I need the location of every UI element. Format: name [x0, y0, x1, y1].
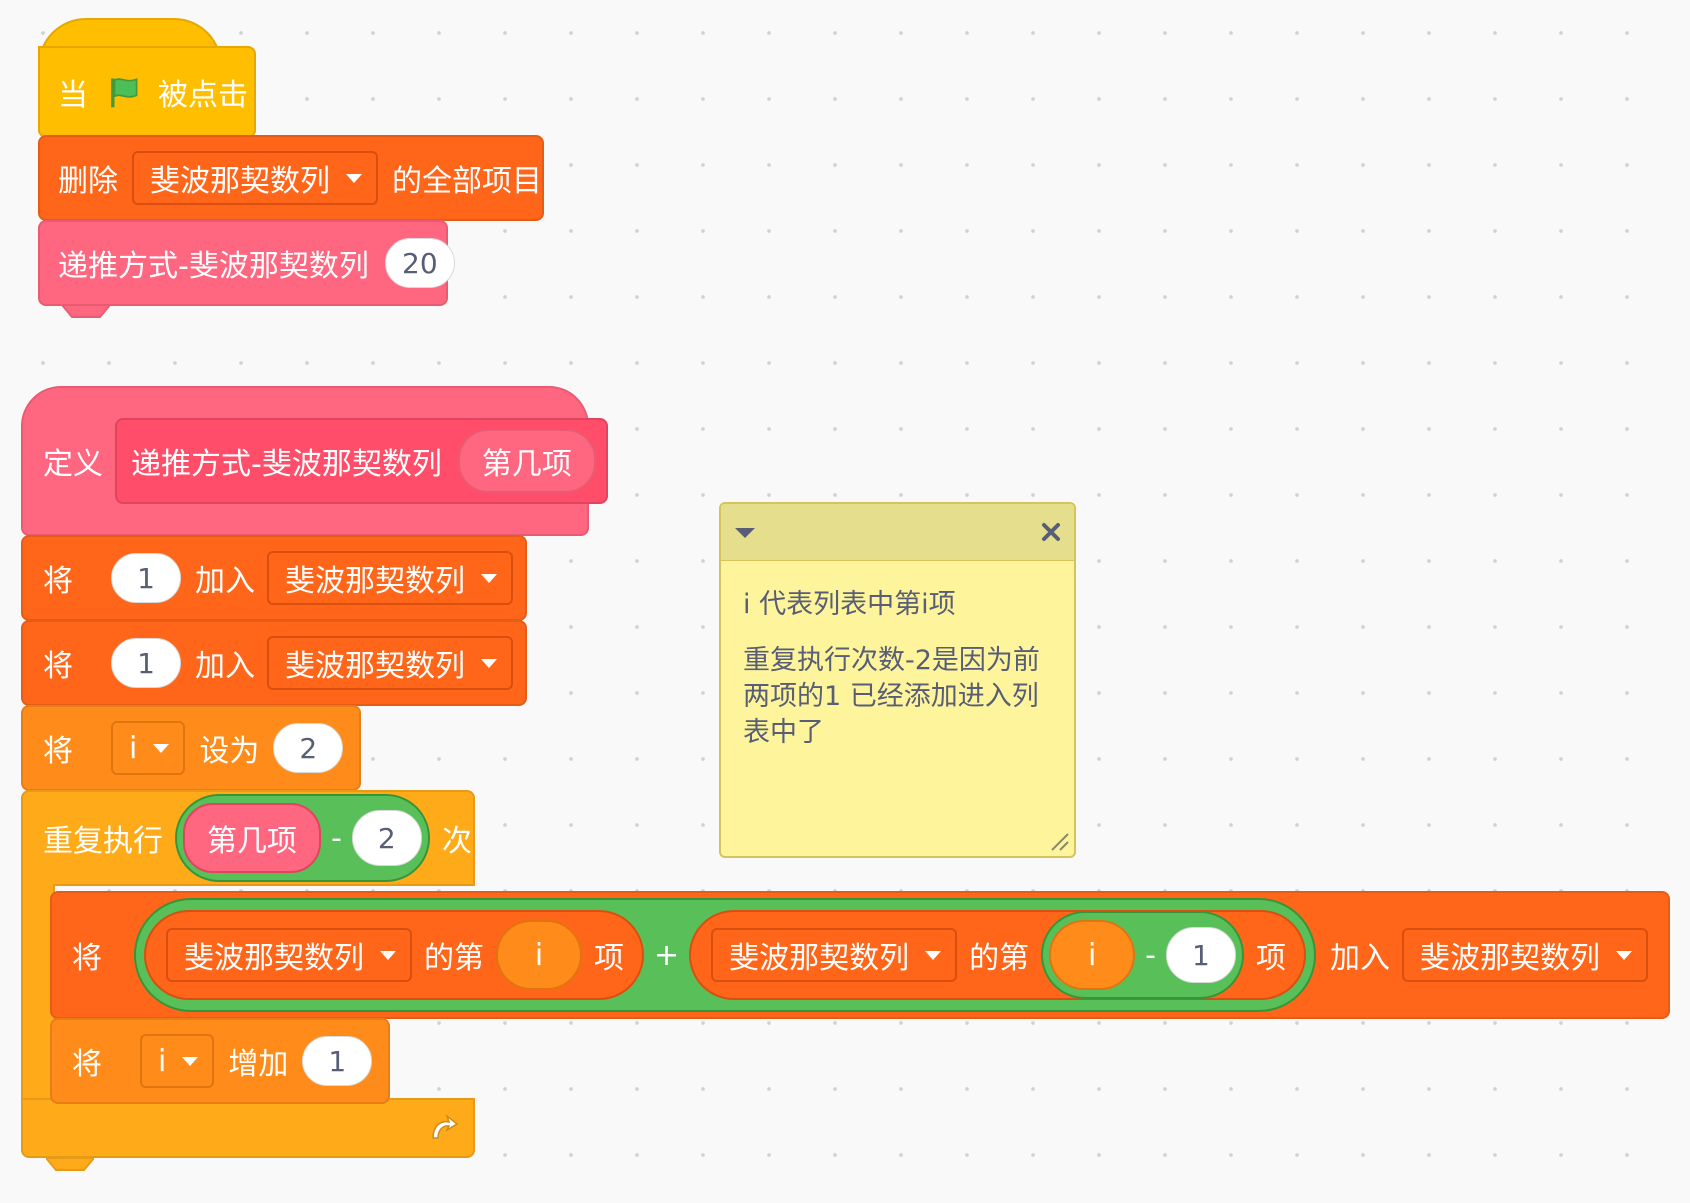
caret-down-icon: [925, 950, 942, 960]
set-variable-block[interactable]: 将 i 设为 2: [21, 705, 361, 791]
value-input[interactable]: 1: [111, 553, 181, 603]
minus-label: -: [1145, 937, 1156, 973]
argument-input[interactable]: 20: [384, 238, 455, 288]
call-custom-block[interactable]: 递推方式-斐波那契数列 20: [38, 220, 455, 306]
add-mid: 加入: [195, 649, 255, 684]
variable-name: i: [158, 1043, 167, 1079]
of-label: 的第: [424, 941, 484, 976]
repeat-block[interactable]: 重复执行 第几项 - 2 次: [21, 790, 475, 1160]
set-mid: 设为: [199, 734, 260, 769]
add-to-list-block-2[interactable]: 将 1 加入 斐波那契数列: [21, 620, 527, 706]
define-prototype[interactable]: 递推方式-斐波那契数列 第几项: [115, 418, 608, 504]
list-dropdown[interactable]: 斐波那契数列: [166, 928, 412, 982]
list-dropdown[interactable]: 斐波那契数列: [267, 551, 513, 605]
add-sum-to-list-block[interactable]: 将 斐波那契数列 的第 i 项 + 斐波那契数列 的第 i - 1 项 加入: [50, 891, 1670, 1019]
comment-line: 两项的1 已经添加进入列: [743, 681, 1039, 712]
list-name: 斐波那契数列: [285, 564, 465, 599]
add-prefix: 将: [72, 941, 102, 976]
plus-operator[interactable]: 斐波那契数列 的第 i 项 + 斐波那契数列 的第 i - 1 项: [134, 898, 1316, 1012]
comment-line: 表中了: [743, 717, 824, 748]
comment-line: i 代表列表中第i项: [743, 589, 956, 620]
variable-reporter-i[interactable]: i: [1049, 920, 1136, 990]
comment-note[interactable]: i 代表列表中第i项 重复执行次数-2是因为前 两项的1 已经添加进入列 表中了: [719, 502, 1076, 858]
caret-down-icon: [1615, 950, 1632, 960]
define-label: 定义: [43, 447, 103, 482]
value-input[interactable]: 1: [1165, 927, 1236, 983]
variable-name: i: [129, 730, 138, 766]
subtract-operator[interactable]: i - 1: [1041, 911, 1244, 999]
value-input[interactable]: 2: [273, 723, 344, 773]
set-prefix: 将: [43, 734, 73, 769]
param-reporter[interactable]: 第几项: [183, 803, 321, 873]
green-flag-icon: [111, 77, 138, 108]
value-input[interactable]: 1: [302, 1036, 373, 1086]
item-of-list-reporter-a[interactable]: 斐波那契数列 的第 i 项: [144, 910, 644, 1000]
change-prefix: 将: [72, 1047, 102, 1082]
caret-down-icon: [481, 573, 497, 583]
variable-dropdown[interactable]: i: [111, 721, 186, 775]
block-tab: [62, 305, 110, 318]
list-name: 斐波那契数列: [285, 649, 465, 684]
change-mid: 增加: [228, 1047, 289, 1082]
change-variable-block[interactable]: 将 i 增加 1: [50, 1018, 390, 1104]
custom-block-name: 递推方式-斐波那契数列: [58, 249, 369, 284]
item-label: 项: [594, 941, 624, 976]
list-name: 斐波那契数列: [150, 164, 330, 199]
value-input[interactable]: 1: [111, 638, 181, 688]
define-name: 递推方式-斐波那契数列: [131, 447, 442, 482]
repeat-arm: [21, 884, 55, 1100]
list-dropdown[interactable]: 斐波那契数列: [267, 636, 513, 690]
loop-arrow-icon: [432, 1113, 459, 1139]
caret-down-icon: [153, 743, 170, 753]
item-of-list-reporter-b[interactable]: 斐波那契数列 的第 i - 1 项: [689, 910, 1306, 1000]
subtract-operator[interactable]: 第几项 - 2: [175, 794, 430, 882]
comment-line: 重复执行次数-2是因为前: [743, 645, 1040, 676]
block-tab: [46, 1158, 94, 1171]
delete-all-of-list-block[interactable]: 删除 斐波那契数列 的全部项目: [38, 135, 544, 221]
variable-dropdown[interactable]: i: [140, 1034, 215, 1088]
list-name: 斐波那契数列: [1419, 941, 1600, 976]
repeat-footer: [21, 1098, 475, 1158]
plus-label: +: [654, 937, 680, 973]
times-label: 次: [441, 824, 472, 859]
param-reporter[interactable]: 第几项: [457, 429, 596, 493]
clicked-label: 被点击: [158, 78, 248, 113]
add-mid: 加入: [195, 564, 255, 599]
item-label: 项: [1255, 941, 1286, 976]
add-mid: 加入: [1329, 941, 1390, 976]
target-list-dropdown[interactable]: 斐波那契数列: [1401, 928, 1648, 982]
repeat-header: 重复执行 第几项 - 2 次: [21, 790, 475, 886]
caret-down-icon: [182, 1056, 199, 1066]
add-to-list-block-1[interactable]: 将 1 加入 斐波那契数列: [21, 535, 527, 621]
caret-down-icon: [481, 658, 497, 668]
delete-label: 删除: [58, 164, 118, 199]
value-input[interactable]: 2: [351, 810, 422, 866]
add-prefix: 将: [43, 649, 73, 684]
comment-header[interactable]: [721, 504, 1074, 561]
when-flag-clicked-block[interactable]: 当 被点击: [38, 46, 256, 138]
comment-spacer: [743, 623, 1052, 643]
list-name: 斐波那契数列: [184, 941, 364, 976]
all-items-label: 的全部项目: [392, 164, 542, 199]
close-icon[interactable]: [1040, 521, 1062, 543]
minus-label: -: [331, 820, 342, 856]
caret-down-icon[interactable]: [735, 528, 755, 538]
variable-reporter-i[interactable]: i: [496, 920, 582, 990]
resize-grip-icon[interactable]: [1048, 830, 1070, 852]
caret-down-icon: [346, 173, 362, 183]
add-prefix: 将: [43, 564, 73, 599]
list-dropdown[interactable]: 斐波那契数列: [711, 928, 958, 982]
comment-body[interactable]: i 代表列表中第i项 重复执行次数-2是因为前 两项的1 已经添加进入列 表中了: [721, 561, 1074, 777]
of-label: 的第: [969, 941, 1030, 976]
list-name: 斐波那契数列: [729, 941, 910, 976]
repeat-label: 重复执行: [43, 824, 163, 859]
caret-down-icon: [380, 950, 396, 960]
define-block[interactable]: 定义 递推方式-斐波那契数列 第几项: [21, 386, 608, 536]
list-dropdown[interactable]: 斐波那契数列: [132, 151, 378, 205]
when-label: 当: [58, 78, 88, 113]
